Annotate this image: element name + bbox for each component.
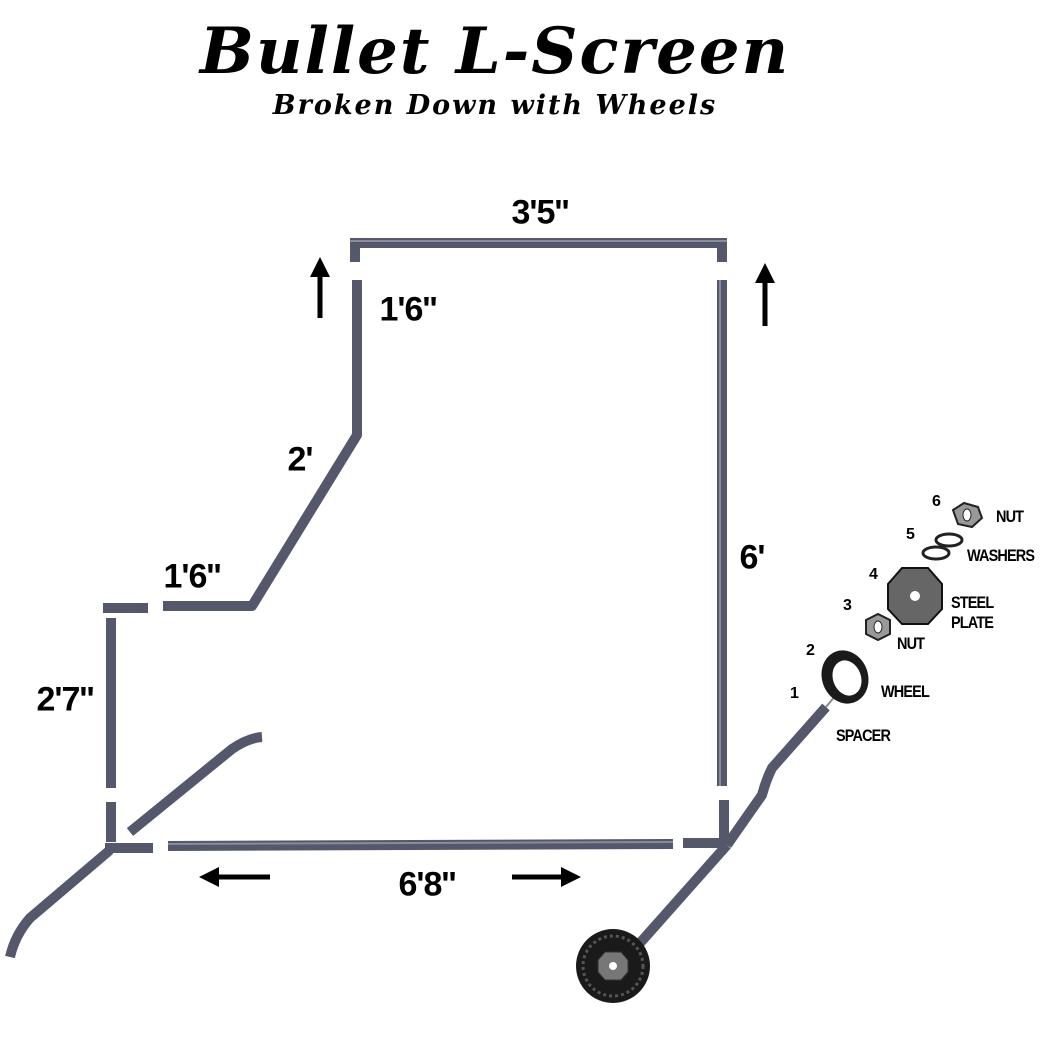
diagram-title: Bullet L-Screen [199, 14, 791, 89]
part-number-6: 6 [932, 493, 941, 510]
nut-icon-3 [865, 612, 891, 642]
diagram-subtitle: Broken Down with Wheels [272, 90, 718, 121]
part-label-wheel: WHEEL [881, 682, 930, 701]
dimension-top: 3'5'' [511, 193, 569, 232]
dimension-upper-left-vertical: 1'6'' [379, 290, 437, 329]
part-number-5: 5 [906, 526, 915, 543]
dimension-right-vertical: 6' [739, 538, 766, 577]
left-leg-pipe [5, 846, 114, 959]
right-leg-upper-pipe [722, 703, 830, 848]
part-label-steel-plate: STEEL PLATE [951, 593, 994, 632]
dimension-bottom: 6'8'' [398, 865, 456, 904]
right-leg-lower-pipe [636, 841, 731, 947]
part-label-washers: WASHERS [967, 546, 1035, 565]
part-label-nut: NUT [897, 634, 925, 653]
dimension-middle-horizontal: 1'6'' [163, 557, 221, 596]
part-number-1: 1 [790, 685, 799, 702]
nut-icon-6 [951, 501, 984, 529]
small-wheel-icon [821, 650, 869, 704]
upper-left-pipe [163, 280, 362, 611]
part-number-3: 3 [843, 597, 852, 614]
part-label-nut-top: NUT [996, 507, 1024, 526]
dimension-diagonal: 2' [287, 440, 314, 479]
part-label-spacer: SPACER [836, 726, 891, 745]
dimension-lower-left-vertical: 2'7'' [36, 680, 94, 719]
wheel-icon [576, 929, 650, 1003]
washers-icon [921, 532, 964, 561]
bottom-pipe [167, 839, 674, 851]
steel-plate-icon [887, 567, 943, 625]
part-number-2: 2 [806, 642, 815, 659]
inner-brace-pipe [126, 732, 263, 836]
part-number-4: 4 [869, 566, 878, 583]
